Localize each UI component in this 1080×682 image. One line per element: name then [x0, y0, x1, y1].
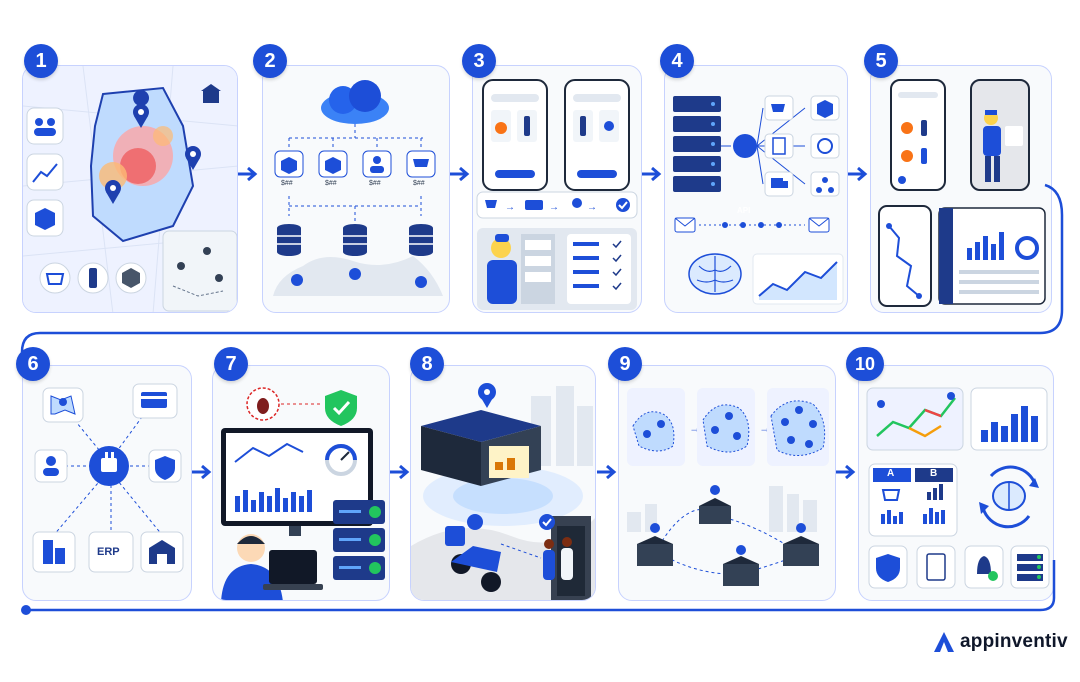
arrow-right-icon: [836, 464, 856, 480]
panel-analytics-optimization: A B: [858, 365, 1054, 601]
panel-integrations-hub: ERP: [22, 365, 192, 601]
arrow-right-icon: [192, 464, 212, 480]
step-badge-8: 8: [410, 347, 444, 381]
svg-text:→: →: [549, 202, 559, 213]
warehouse-tag: $##: [369, 180, 381, 187]
arrow-right-icon: [848, 166, 868, 182]
step-badge-3: 3: [462, 44, 496, 78]
warehouse-tag: $##: [325, 180, 337, 187]
panel-mobile-app: → → →: [472, 65, 642, 313]
step-badge-1: 1: [24, 44, 58, 78]
arrow-right-icon: [597, 464, 617, 480]
panel-cloud-network: $## $## $## $##: [262, 65, 450, 313]
step-badge-7: 7: [214, 347, 248, 381]
ab-test-label-a: A: [887, 468, 895, 479]
brand-logo: appinventiv: [932, 630, 1068, 654]
erp-label: ERP: [97, 546, 120, 558]
panel-apps-dashboard: [870, 65, 1052, 313]
warehouse-tag: $##: [281, 180, 293, 187]
arrow-right-icon: [450, 166, 470, 182]
svg-text:→: →: [587, 202, 597, 213]
arrow-right-icon: [238, 166, 258, 182]
step-badge-5: 5: [864, 44, 898, 78]
arrow-right-icon: [642, 166, 662, 182]
panel-network-expansion: → →: [618, 365, 836, 601]
step-badge-2: 2: [253, 44, 287, 78]
step-badge-4: 4: [660, 44, 694, 78]
brand-mark-icon: [934, 632, 954, 652]
panel-dark-store-delivery: [410, 365, 596, 601]
step-badge-10: 10: [846, 347, 884, 381]
panel-demand-heatmap: [22, 65, 238, 313]
svg-text:→: →: [505, 202, 515, 213]
arrow-right-icon: [390, 464, 410, 480]
ab-test-label-b: B: [930, 468, 938, 479]
panel-api-integration: API: [664, 65, 848, 313]
brand-name: appinventiv: [960, 631, 1068, 652]
step-badge-6: 6: [16, 347, 50, 381]
warehouse-tag: $##: [413, 180, 425, 187]
api-chip-label: API: [737, 206, 751, 215]
step-badge-9: 9: [608, 347, 642, 381]
panel-security-monitoring: [212, 365, 390, 601]
